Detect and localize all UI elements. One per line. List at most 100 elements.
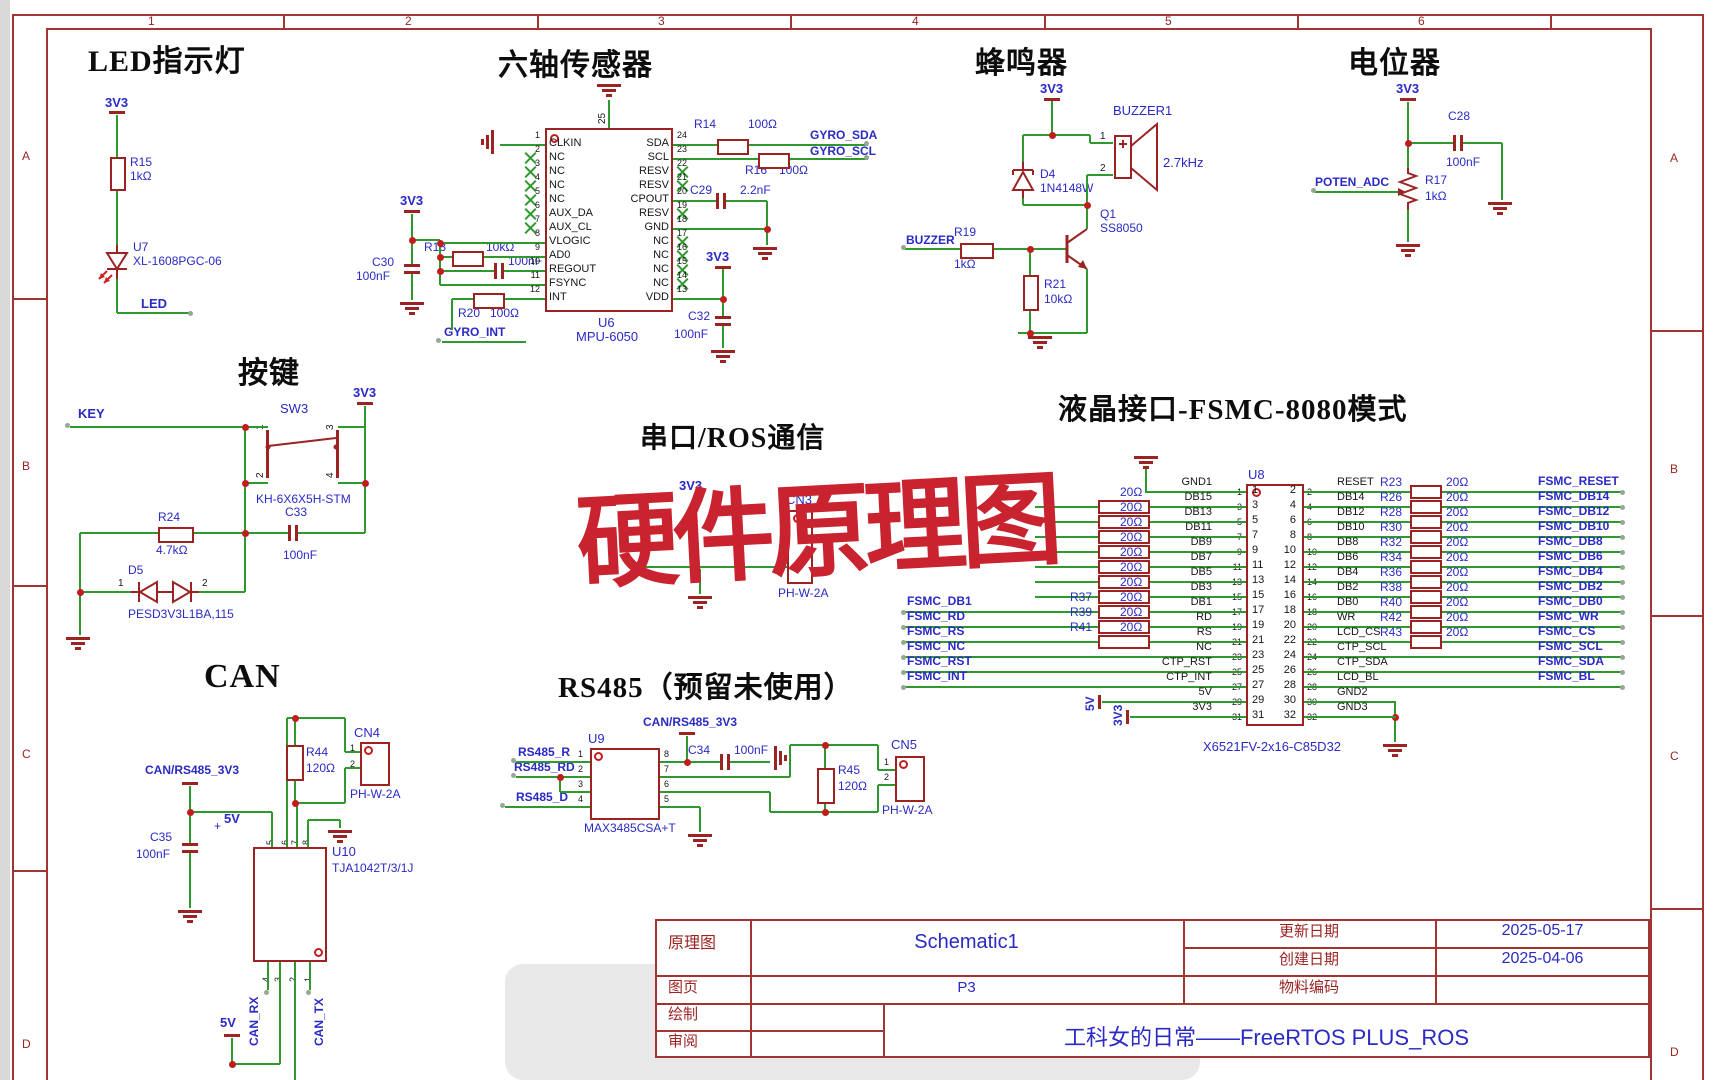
ref-label: Q1	[1100, 207, 1117, 221]
resistor-body	[1098, 545, 1150, 559]
wire	[338, 426, 365, 428]
ground-symbol	[328, 830, 352, 843]
value-label: 20Ω	[1446, 625, 1469, 639]
capacitor-plates	[715, 316, 731, 326]
wire	[245, 482, 268, 484]
shape	[606, 94, 612, 97]
pin1-marker	[1252, 488, 1261, 497]
wire	[905, 671, 1216, 673]
shape	[187, 920, 193, 923]
ref-label: R24	[158, 510, 181, 524]
wire	[1216, 491, 1246, 493]
ic-body	[590, 748, 660, 820]
connector-body	[787, 510, 813, 584]
pin-number: 27	[1252, 679, 1265, 691]
power-label: 3V3	[706, 249, 730, 264]
wire	[703, 144, 717, 146]
tb-value-updated: 2025-05-17	[1501, 922, 1584, 939]
wire	[505, 298, 515, 300]
wire	[905, 656, 1216, 658]
ref-label: U6	[598, 315, 615, 330]
border-line	[1650, 330, 1702, 332]
junction-dot	[436, 239, 444, 247]
wire	[295, 802, 345, 804]
pin-name: INT	[549, 291, 567, 303]
border-row-letter: C	[22, 747, 31, 761]
border-line	[12, 298, 46, 300]
pin-number: 6	[664, 779, 670, 789]
wire	[80, 591, 131, 593]
pin-name: NC	[549, 193, 565, 205]
net-label: FSMC_CS	[1538, 624, 1596, 638]
net-label: FSMC_DB6	[1538, 549, 1603, 563]
value-label: 20Ω	[1446, 505, 1469, 519]
pin-name: RS	[1196, 626, 1212, 638]
ground-symbol	[711, 350, 735, 363]
shape	[602, 89, 616, 92]
border-row-letter: D	[1670, 1045, 1679, 1059]
value-label: 20Ω	[1446, 580, 1469, 594]
resistor-body	[1410, 515, 1442, 529]
pin-name: NC	[549, 179, 565, 191]
wire	[729, 761, 770, 763]
tb-label-schematic: 原理图	[668, 935, 717, 952]
wire	[1150, 536, 1216, 538]
net-label: FSMC_RST	[907, 654, 972, 668]
shape	[486, 135, 489, 149]
wire	[722, 301, 724, 316]
pin-name: LCD_BL	[1337, 671, 1379, 683]
section-title-lcd: 液晶接口-FSMC-8080模式	[1058, 394, 1408, 426]
wire	[824, 802, 826, 812]
ground-symbol	[1134, 456, 1158, 469]
ref-label: R32	[1380, 535, 1403, 549]
pin-name: GND1	[1181, 476, 1212, 488]
port-dot	[1619, 534, 1625, 540]
resistor-body	[1410, 485, 1442, 499]
border-line	[537, 14, 539, 28]
resistor-body	[286, 745, 304, 781]
border-line	[12, 870, 46, 872]
pin-name: GND2	[1337, 686, 1368, 698]
ref-label: C34	[688, 743, 711, 757]
part-label: X6521FV-2x16-C85D32	[1203, 739, 1342, 754]
ground-symbol	[1383, 744, 1407, 757]
pin-number: 26	[1283, 664, 1296, 676]
wire	[660, 806, 700, 808]
wire	[637, 566, 770, 568]
tb-label-page: 图页	[668, 979, 699, 996]
wire	[673, 200, 703, 202]
power-bar	[224, 1034, 240, 1037]
net-label: FSMC_DB4	[1538, 564, 1603, 578]
pin-name: NC	[549, 165, 565, 177]
pin-number: 8	[1289, 529, 1296, 541]
wire	[515, 256, 545, 258]
tb-label-created: 创建日期	[1278, 951, 1339, 968]
port-dot	[305, 989, 311, 995]
wire	[1089, 135, 1091, 143]
port-dot	[499, 802, 505, 808]
value-label: 100nF	[356, 269, 391, 283]
port-dot	[1619, 564, 1625, 570]
pin-name: CTP_SDA	[1337, 656, 1388, 668]
junction-dot	[719, 295, 727, 303]
tb-label-drawn: 绘制	[668, 1006, 699, 1023]
wire	[412, 239, 440, 241]
pin-number: 1	[534, 130, 540, 140]
wire	[905, 686, 1216, 688]
shape	[688, 834, 712, 837]
pin-number: 20	[1283, 619, 1296, 631]
net-label: FSMC_INT	[907, 669, 967, 683]
ref-label: R20	[458, 306, 481, 320]
border-column-number: 6	[1418, 14, 1425, 28]
net-label: FSMC_DB1	[907, 594, 972, 608]
pin-name: DB12	[1337, 506, 1365, 518]
wire	[1029, 249, 1031, 275]
ref-label: D4	[1040, 167, 1056, 181]
plus-sign: +	[214, 819, 222, 833]
pin-name: CPOUT	[630, 193, 670, 205]
resistor-body	[158, 527, 194, 543]
wire	[1035, 521, 1098, 523]
shape	[481, 139, 484, 145]
wire	[279, 962, 281, 1064]
section-title-imu: 六轴传感器	[498, 49, 653, 82]
